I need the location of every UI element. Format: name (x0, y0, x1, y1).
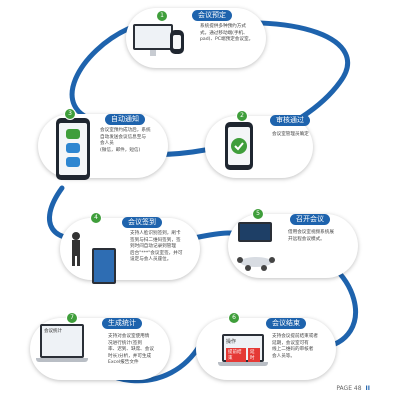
step-1-desc: 系统提供多种预约方式式，通过移动端(手机、pad)、PC端预定会议室。 (200, 24, 254, 43)
notification-icons (66, 129, 80, 167)
statistics-laptop-screen: 会议统计 (40, 324, 84, 358)
step-7-title: 生成统计 (102, 318, 142, 329)
step-5-title: 召开会议 (290, 214, 330, 225)
notification-phone-illustration (56, 118, 90, 180)
step-1-title: 会议预定 (192, 10, 232, 21)
end-meeting-laptop-screen: 操作 提前结束 延时 (222, 334, 264, 362)
laptop-base (218, 362, 268, 366)
step-5-badge: 5 (252, 208, 264, 220)
step-7-badge: 7 (66, 312, 78, 324)
statistics-laptop-base (36, 358, 88, 362)
step-3-badge: 3 (64, 108, 76, 120)
statistics-screen-heading: 会议统计 (44, 329, 62, 334)
step-1-badge: 1 (156, 10, 168, 22)
pc-monitor-illustration (133, 24, 173, 50)
screen-heading-operation: 操作 (226, 339, 237, 345)
step-6-title: 会议结束 (266, 318, 306, 329)
step-4-badge: 4 (90, 212, 102, 224)
check-icon (231, 138, 247, 154)
early-end-button[interactable]: 提前结束 (226, 348, 246, 362)
step-5-desc: 借用会议室视频系统展开远程会议模式。 (288, 230, 334, 242)
monitor-stand (150, 50, 156, 56)
person-illustration (70, 232, 80, 266)
step-2-badge: 2 (236, 110, 248, 122)
extend-button[interactable]: 延时 (248, 348, 260, 362)
step-2-card (205, 116, 313, 178)
step-2-title: 审核通过 (270, 115, 310, 126)
step-3-desc: 会议室预约成功后，系统自动发送会议信息至与会人员(微信，邮件，短信) (100, 128, 151, 153)
kiosk-illustration (92, 248, 116, 284)
approval-phone-illustration (225, 122, 253, 170)
step-4-title: 会议签到 (122, 217, 162, 228)
conference-screen-illustration (238, 222, 272, 242)
step-6-badge: 6 (228, 312, 240, 324)
step-3-title: 自动通知 (105, 114, 145, 125)
page-mark: II (365, 385, 370, 392)
phone-illustration (170, 30, 184, 54)
conference-table-illustration (232, 252, 280, 276)
step-2-desc: 会议室管理员确定 (272, 132, 309, 137)
step-4-card (60, 218, 200, 280)
step-4-desc: 支持人脸识别签到，刷卡签到与扫二维码签到，签到时间自动记录到管理后台"***"会… (130, 231, 183, 263)
step-6-desc: 支持会议提前结束或者延期，会议室可有线上二维码的审核者会人员等。 (272, 334, 318, 359)
step-6-card (196, 318, 336, 380)
page-label: PAGE 48 (336, 385, 362, 392)
